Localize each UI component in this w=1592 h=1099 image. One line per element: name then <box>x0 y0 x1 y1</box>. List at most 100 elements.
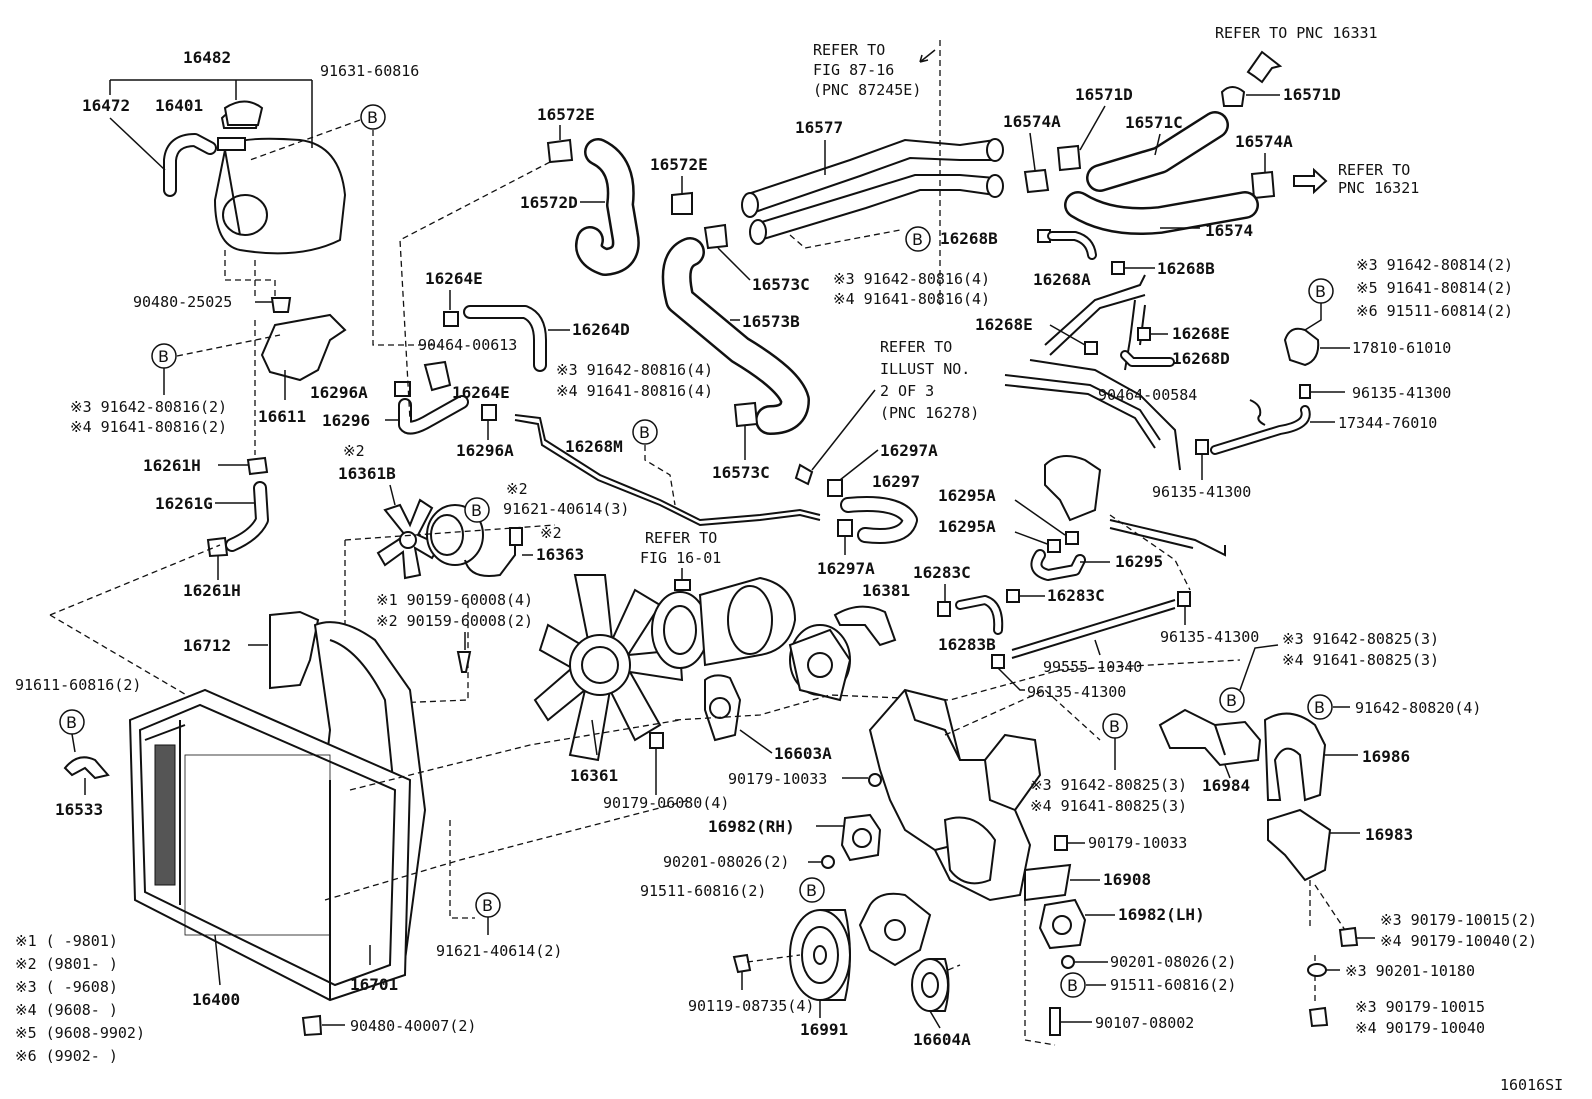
label-91642-g: 91642-80820(4) <box>1355 699 1481 717</box>
label-16268b-2: 16268B <box>1157 259 1215 278</box>
label-91511-d: ※6 91511-60814(2) <box>1356 302 1513 320</box>
label-16577: 16577 <box>795 118 843 137</box>
water-pump <box>788 624 852 702</box>
label-90179-e3: ※3 90179-10015 <box>1355 998 1485 1016</box>
svg-text:B: B <box>1067 976 1078 995</box>
pipe-16577 <box>744 138 996 196</box>
label-16264e-1: 16264E <box>425 269 483 288</box>
mount-16982lh <box>1038 898 1087 950</box>
label-90464-00584: 90464-00584 <box>1098 386 1197 404</box>
svg-text:B: B <box>158 347 169 366</box>
label-16572e-2: 16572E <box>650 155 708 174</box>
svg-text:B: B <box>1315 282 1326 301</box>
label-16574a-2: 16574A <box>1235 132 1293 151</box>
label-90201-c: ※3 90201-10180 <box>1345 962 1475 980</box>
legend-item-4: ※4 (9608- ) <box>15 1001 118 1019</box>
label-16572d: 16572D <box>520 193 578 212</box>
svg-text:B: B <box>482 896 493 915</box>
reservoir-tank <box>213 108 347 255</box>
label-91641-e: ※4 91641-80825(3) <box>1030 797 1187 815</box>
label-16611: 16611 <box>258 407 306 426</box>
svg-text:B: B <box>639 423 650 442</box>
label-90179-e4: ※4 90179-10040 <box>1355 1019 1485 1037</box>
label-91641-a: ※4 91641-80816(2) <box>70 418 227 436</box>
label-91511-b: 91511-60816(2) <box>1110 976 1236 994</box>
bracket-16611 <box>260 313 347 382</box>
label-16361b: 16361B <box>338 464 396 483</box>
clamp-16571d-1 <box>1056 144 1082 172</box>
legend-item-5: ※5 (9608-9902) <box>15 1024 145 1042</box>
label-90201-a: 90201-08026(2) <box>663 853 789 871</box>
label-16472: 16472 <box>82 96 130 115</box>
label-16571d-2: 16571D <box>1283 85 1341 104</box>
figure-code: 16016SI <box>1500 1076 1563 1094</box>
label-16297a-2: 16297A <box>817 559 875 578</box>
label-16381: 16381 <box>862 581 910 600</box>
legend-item-1: ※1 ( -9801) <box>15 932 118 950</box>
label-16296a-1: 16296A <box>310 383 368 402</box>
clamp-16572e-1 <box>546 138 574 164</box>
label-16991: 16991 <box>800 1020 848 1039</box>
engine-mount-brackets <box>868 688 1072 902</box>
label-ref-fig1601-a: REFER TO <box>645 529 717 547</box>
label-90119-08735: 90119-08735(4) <box>688 997 814 1015</box>
label-16701: 16701 <box>350 975 398 994</box>
label-16264e-2: 16264E <box>452 383 510 402</box>
label-16572e-1: 16572E <box>537 105 595 124</box>
mount-16984 <box>1158 708 1262 767</box>
pulley-16991 <box>789 909 851 1001</box>
legend: ※1 ( -9801) ※2 (9801- ) ※3 ( -9608) ※4 (… <box>15 932 145 1065</box>
label-16295: 16295 <box>1115 552 1163 571</box>
clamp-16574a-1 <box>1023 168 1050 194</box>
valve-17810 <box>1283 327 1320 367</box>
label-17810-61010: 17810-61010 <box>1352 339 1451 357</box>
label-91642-c: ※3 91642-80816(4) <box>833 270 990 288</box>
label-ref-16331: REFER TO PNC 16331 <box>1215 24 1378 42</box>
label-90179-c: 90179-10033 <box>1088 834 1187 852</box>
label-91642-b: ※3 91642-80816(4) <box>556 361 713 379</box>
label-16297: 16297 <box>872 472 920 491</box>
label-91642-f: ※3 91642-80825(3) <box>1282 630 1439 648</box>
svg-text:B: B <box>367 108 378 127</box>
label-16295a-2: 16295A <box>938 517 996 536</box>
label-16268m: 16268M <box>565 437 623 456</box>
label-91641-c: ※4 91641-80816(4) <box>833 290 990 308</box>
label-90201-b: 90201-08026(2) <box>1110 953 1236 971</box>
clamp-16572e-2 <box>671 191 693 215</box>
label-91641-d: ※5 91641-80814(2) <box>1356 279 1513 297</box>
mount-16983 <box>1267 808 1332 882</box>
hose-99555 <box>1011 599 1176 659</box>
svg-text:B: B <box>471 501 482 520</box>
label-16361b-star: ※2 <box>343 442 365 460</box>
shroud-16712 <box>269 610 320 690</box>
label-91641-f: ※4 91641-80825(3) <box>1282 651 1439 669</box>
label-16401: 16401 <box>155 96 203 115</box>
label-16283c-2: 16283C <box>1047 586 1105 605</box>
label-96135-d: 96135-41300 <box>1027 683 1126 701</box>
bolt-marker-b <box>360 104 386 130</box>
label-16574: 16574 <box>1205 221 1253 240</box>
legend-item-3: ※3 ( -9608) <box>15 978 118 996</box>
label-16296: 16296 <box>322 411 370 430</box>
pipe-16268m <box>514 414 821 522</box>
label-16982lh: 16982(LH) <box>1118 905 1205 924</box>
mount-16986 <box>1263 712 1327 802</box>
label-90159-a: ※1 90159-60008(4) <box>376 591 533 609</box>
label-90464-00613: 90464-00613 <box>418 336 517 354</box>
label-ref-ill-c: 2 OF 3 <box>880 382 934 400</box>
label-96135-c: 96135-41300 <box>1160 628 1259 646</box>
label-16482: 16482 <box>183 48 231 67</box>
legend-item-2: ※2 (9801- ) <box>15 955 118 973</box>
label-16574a-1: 16574A <box>1003 112 1061 131</box>
radiator-16400 <box>128 688 412 1002</box>
water-outlet <box>1044 455 1102 522</box>
label-ref-16321-a: REFER TO <box>1338 161 1410 179</box>
pipe-16381 <box>833 605 897 647</box>
svg-text:B: B <box>66 713 77 732</box>
legend-item-6: ※6 (9902- ) <box>15 1047 118 1065</box>
bracket-16603a <box>704 674 742 742</box>
label-16283b: 16283B <box>938 635 996 654</box>
bracket-16533 <box>63 756 110 780</box>
label-16297a-1: 16297A <box>880 441 938 460</box>
